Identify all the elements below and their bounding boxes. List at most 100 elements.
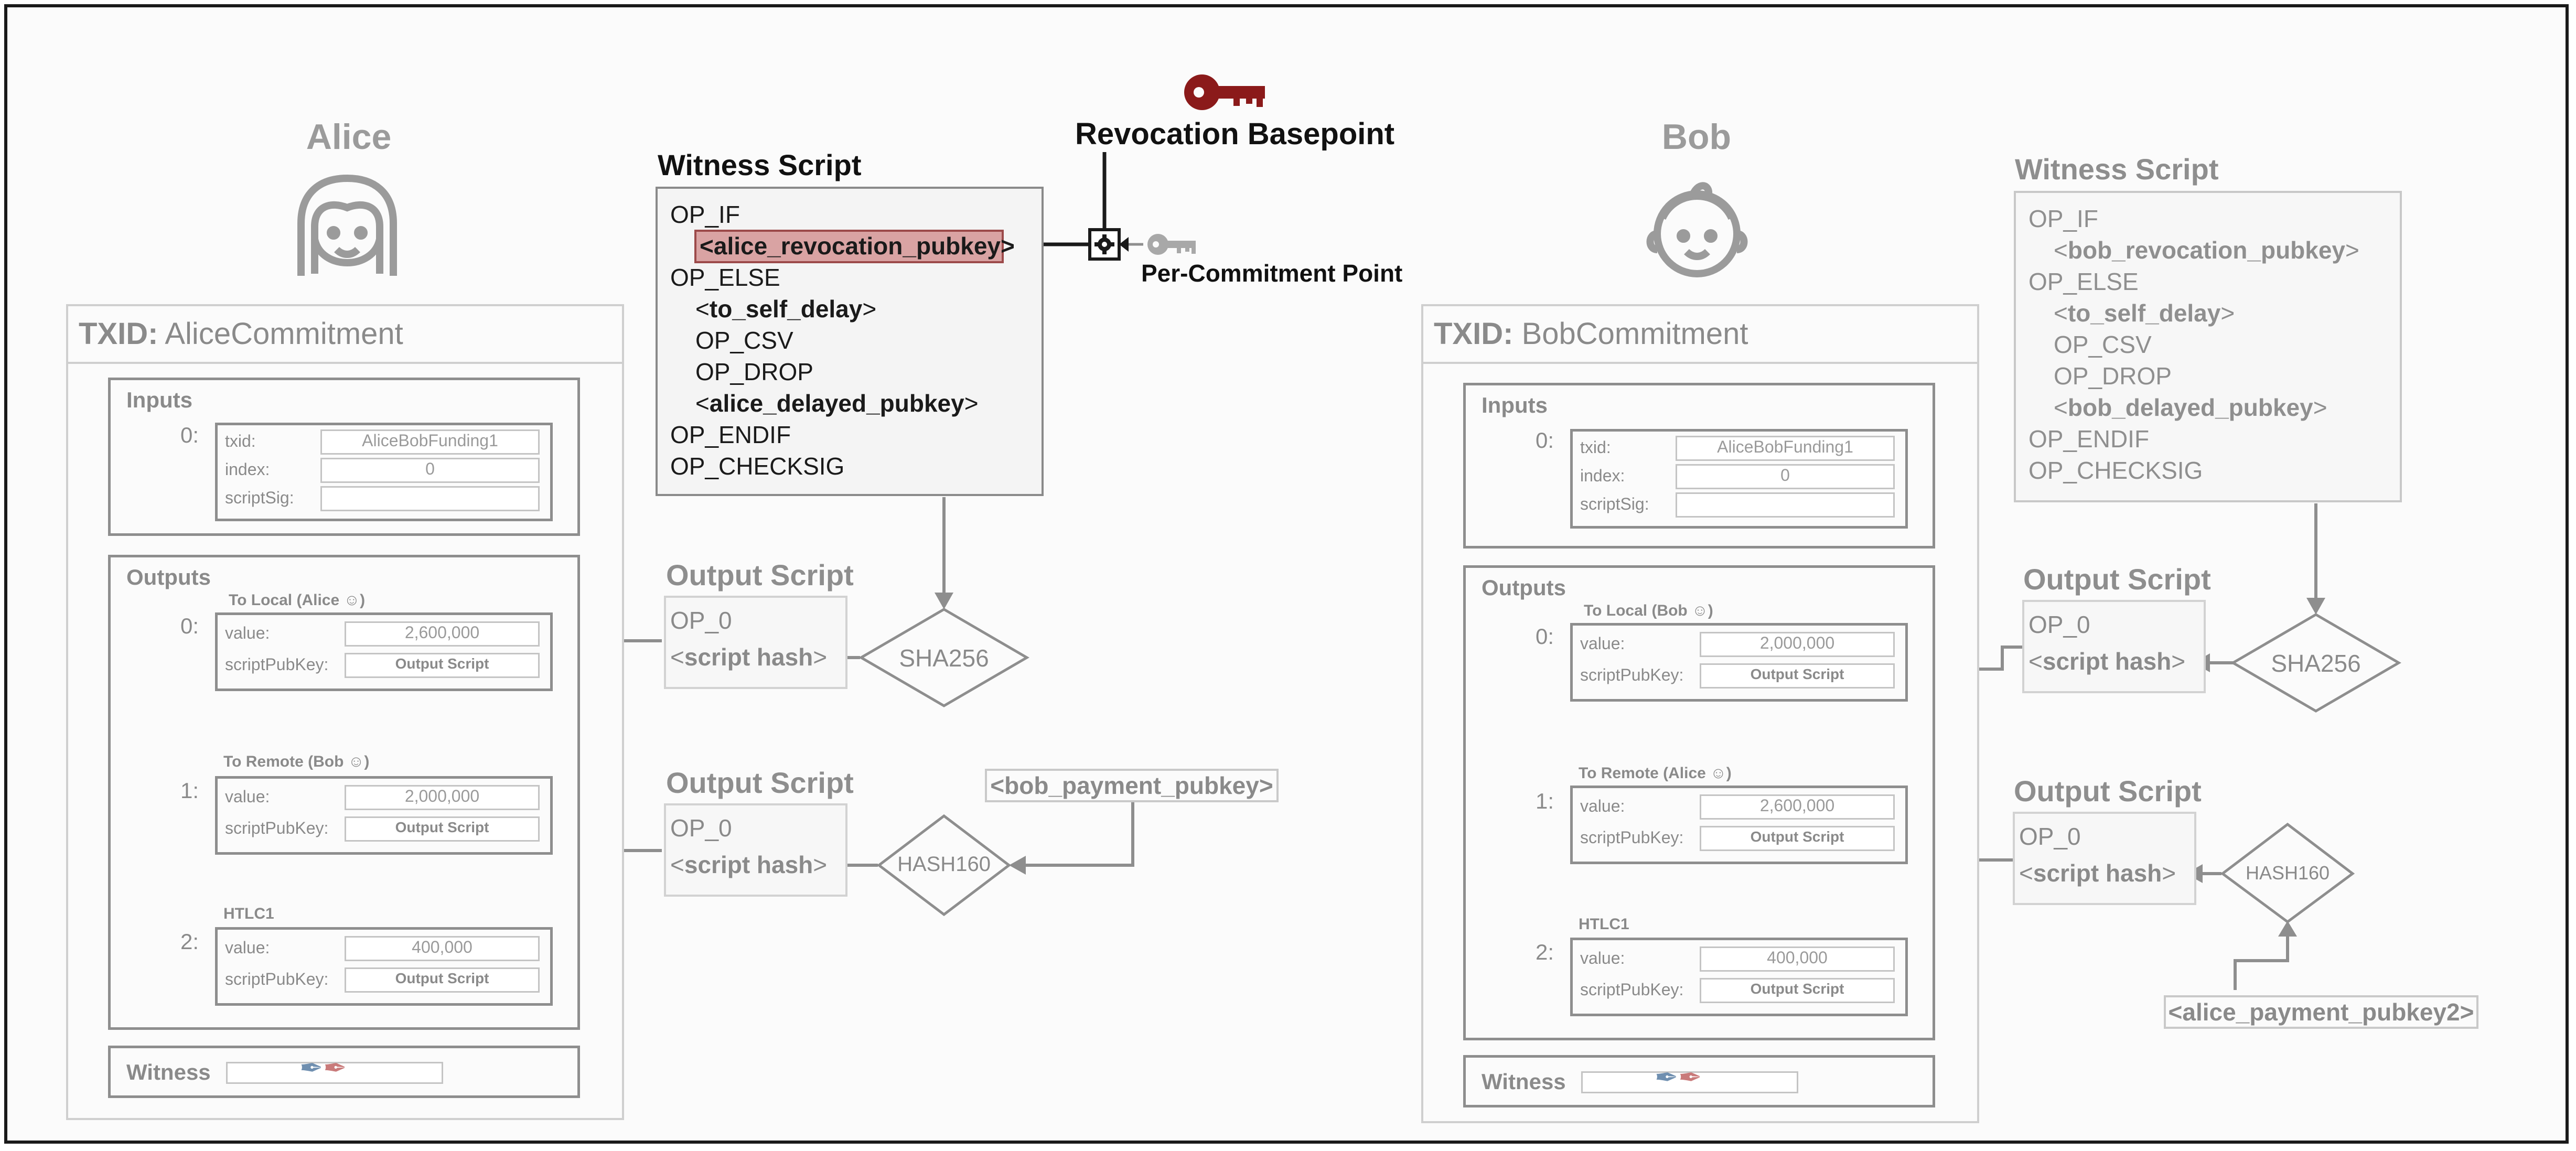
signature-pens-icon: ✒✒ [299, 1052, 347, 1084]
value-field[interactable]: 2,600,000 [1700, 794, 1895, 820]
inputs-title: Inputs [126, 388, 192, 412]
value-label: value: [1580, 634, 1625, 653]
alice-witness-field[interactable] [226, 1062, 443, 1084]
alice-delayed-pubkey: alice_delayed_pubkey [709, 390, 964, 417]
inputs-title: Inputs [1482, 393, 1548, 417]
index-field[interactable]: 0 [320, 458, 540, 483]
alice-revocation-highlight [694, 230, 1004, 263]
bob-output-1-label: To Remote (Alice ☺) [1579, 765, 1732, 782]
bob-mini-avatar-icon: ☺ [1692, 602, 1708, 619]
scriptsig-field[interactable] [1676, 492, 1895, 518]
index-field-label: index: [225, 460, 270, 479]
scriptpubkey-label: scriptPubKey: [225, 819, 329, 837]
arrowhead-sha-alice [935, 593, 953, 609]
alice-hash160-label: HASH160 [897, 853, 991, 876]
value-field[interactable]: 400,000 [1700, 946, 1895, 972]
op-if: OP_IF [2028, 205, 2098, 232]
scriptpubkey-label: scriptPubKey: [1580, 980, 1684, 999]
value-field[interactable]: 2,000,000 [345, 785, 540, 810]
alice-input-index: 0: [180, 423, 199, 447]
bob-avatar-icon [1646, 182, 1748, 277]
arrowhead-gear-right [1119, 237, 1129, 252]
scriptpubkey-field[interactable]: Output Script [1700, 978, 1895, 1003]
alice-witness-section: Witness ✒✒ [108, 1046, 580, 1098]
txid-field-label: txid: [225, 432, 256, 450]
alice-output-2-label: HTLC1 [223, 905, 274, 922]
index-field[interactable]: 0 [1676, 464, 1895, 489]
op-endif: OP_ENDIF [2028, 425, 2150, 453]
alice-output-1: value: 2,000,000 scriptPubKey: Output Sc… [215, 776, 553, 855]
op-csv: OP_CSV [2054, 331, 2152, 358]
op-drop: OP_DROP [2054, 362, 2172, 390]
value-label: value: [225, 938, 270, 957]
scriptpubkey-label: scriptPubKey: [225, 655, 329, 674]
alice-avatar-icon [297, 174, 397, 276]
outputs-title: Outputs [1482, 575, 1566, 600]
arrowhead-sha-bob [2306, 598, 2325, 615]
alice-output-1-index: 1: [180, 778, 199, 803]
bob-name: Bob [1661, 117, 1732, 157]
bob-hash160-label: HASH160 [2245, 862, 2330, 884]
scriptsig-field-label: scriptSig: [1580, 494, 1649, 513]
txid-field[interactable]: AliceBobFunding1 [1676, 436, 1895, 461]
alice-revocation-pubkey: <alice_revocation_pubkey> [700, 232, 1015, 260]
scriptpubkey-field[interactable]: Output Script [1700, 826, 1895, 851]
alice-output-2-index: 2: [180, 929, 199, 954]
alice-sha256-label: SHA256 [899, 644, 989, 672]
bob-sha256-label: SHA256 [2271, 650, 2361, 677]
op-0: OP_0 [2028, 611, 2090, 638]
revocation-key-icon [1184, 74, 1265, 110]
bob-output-2: value: 400,000 scriptPubKey: Output Scri… [1570, 938, 1908, 1016]
bob-witness-section: Witness ✒✒ [1463, 1055, 1935, 1107]
scriptpubkey-field[interactable]: Output Script [345, 816, 540, 842]
bob-payment-pubkey: <bob_payment_pubkey> [985, 769, 1279, 802]
value-label: value: [1580, 797, 1625, 815]
txid-label: TXID: [1434, 317, 1514, 351]
scriptsig-field[interactable] [320, 486, 540, 511]
alice-output-0-index: 0: [180, 614, 199, 638]
script-hash: script hash [2042, 648, 2172, 675]
value-field[interactable]: 2,600,000 [345, 621, 540, 647]
bob-revocation-pubkey: bob_revocation_pubkey [2067, 236, 2346, 264]
bob-input-index: 0: [1536, 428, 1554, 453]
op-else: OP_ELSE [670, 264, 780, 291]
bob-output-script-1: OP_0 <script hash> [2022, 600, 2206, 693]
bob-output-0: value: 2,000,000 scriptPubKey: Output Sc… [1570, 623, 1908, 702]
scriptpubkey-field[interactable]: Output Script [345, 967, 540, 993]
txid-value: BobCommitment [1521, 317, 1748, 351]
txid-field-label: txid: [1580, 438, 1611, 457]
bob-output-script-2-title: Output Script [2014, 774, 2202, 808]
txid-field[interactable]: AliceBobFunding1 [320, 429, 540, 455]
scriptpubkey-field[interactable]: Output Script [1700, 663, 1895, 689]
bob-txid-header: TXID: BobCommitment [1423, 306, 1977, 364]
bob-witness-script: OP_IF <bob_revocation_pubkey> OP_ELSE <t… [2014, 191, 2402, 502]
value-label: value: [225, 787, 270, 806]
hash160-diamond-alice [876, 814, 1012, 917]
bob-mini-avatar-icon: ☺ [348, 753, 364, 770]
txid-value: AliceCommitment [165, 317, 403, 351]
bob-witness-field[interactable] [1581, 1071, 1798, 1093]
alice-output-script-2: OP_0 <script hash> [664, 803, 847, 897]
script-hash: script hash [2033, 859, 2162, 887]
value-field[interactable]: 400,000 [345, 936, 540, 961]
bob-output-2-label: HTLC1 [1579, 916, 1629, 933]
op-0: OP_0 [2019, 823, 2081, 850]
scriptpubkey-field[interactable]: Output Script [345, 653, 540, 678]
arrow-pubkey-to-hash160-bob [2234, 934, 2289, 990]
per-commitment-key-icon [1147, 234, 1196, 255]
arrow-pubkey-to-hash160-alice [1023, 801, 1134, 867]
script-hash: script hash [684, 643, 813, 671]
sha256-diamond-bob [2230, 613, 2401, 713]
value-field[interactable]: 2,000,000 [1700, 632, 1895, 657]
witness-label: Witness [126, 1060, 211, 1084]
bob-output-2-index: 2: [1536, 940, 1554, 964]
op-csv: OP_CSV [695, 327, 793, 354]
op-endif: OP_ENDIF [670, 421, 791, 448]
alice-payment-pubkey2: <alice_payment_pubkey2> [2164, 995, 2478, 1029]
alice-name: Alice [306, 117, 392, 157]
bob-output-script-2: OP_0 <script hash> [2013, 812, 2196, 905]
scriptpubkey-label: scriptPubKey: [1580, 828, 1684, 847]
alice-mini-avatar-icon: ☺ [1710, 765, 1726, 782]
op-else: OP_ELSE [2028, 268, 2139, 295]
alice-mini-avatar-icon: ☺ [344, 591, 360, 609]
